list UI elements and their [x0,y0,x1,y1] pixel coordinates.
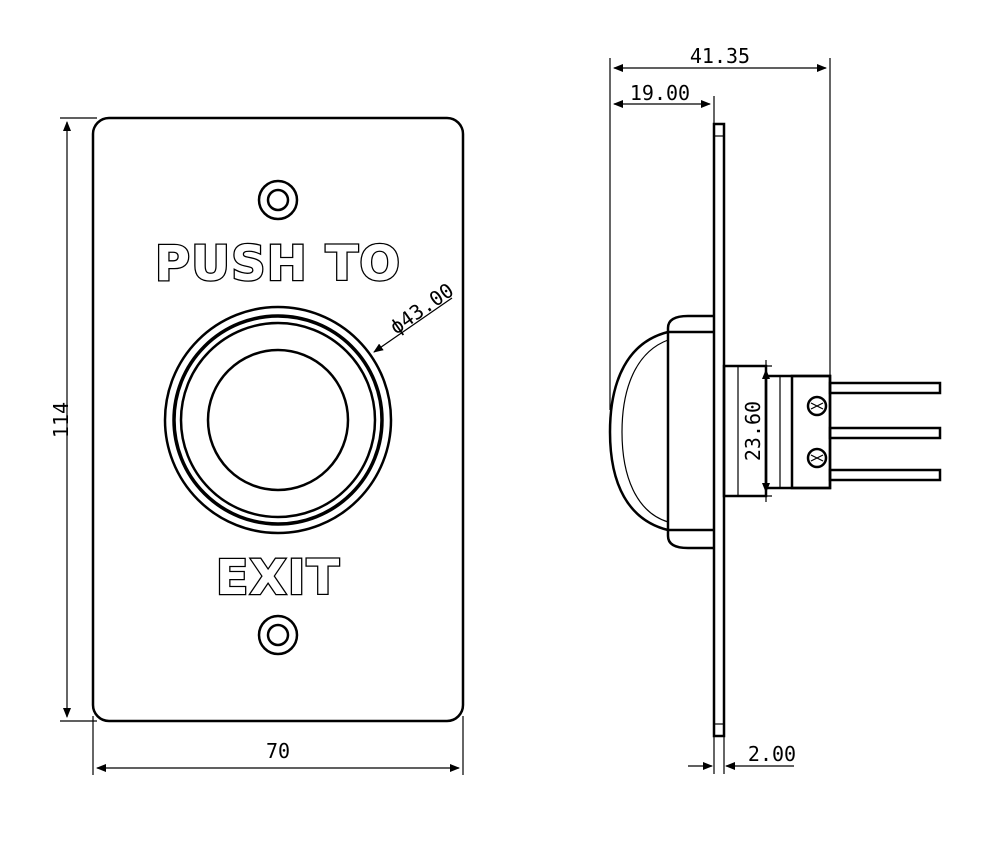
diameter-leader [373,297,453,353]
faceplate-outline [91,116,465,723]
switch-body [722,364,832,498]
push-button [163,305,393,535]
terminal-pins [828,381,942,482]
plate-thickness-dimension-line [688,736,794,774]
width-dimension: 70 [266,739,290,763]
side-view: 41.35 19.00 23.60 2.00 [608,44,942,774]
total-depth-dimension-line [609,58,831,410]
height-dimension: 114 [49,402,73,438]
terminal-screw-top [806,395,828,417]
terminal-screw-bottom [806,447,828,469]
front-depth-dimension-line [613,96,715,124]
dome-button [608,314,714,550]
total-depth-dimension: 41.35 [690,44,750,68]
plate-thickness-dimension: 2.00 [748,742,796,766]
bottom-screw-hole [257,614,299,656]
body-height-dimension: 23.60 [741,401,765,461]
front-view: PUSH TO EXIT ϕ43.00 114 70 [49,116,465,775]
exit-label: EXIT [216,550,340,606]
side-plate [712,122,726,738]
front-depth-dimension: 19.00 [630,81,690,105]
push-to-label: PUSH TO [155,236,401,292]
body-height-dimension-line [740,360,772,502]
width-dimension-line [92,716,464,775]
top-screw-hole [257,179,299,221]
height-dimension-line [60,117,97,722]
